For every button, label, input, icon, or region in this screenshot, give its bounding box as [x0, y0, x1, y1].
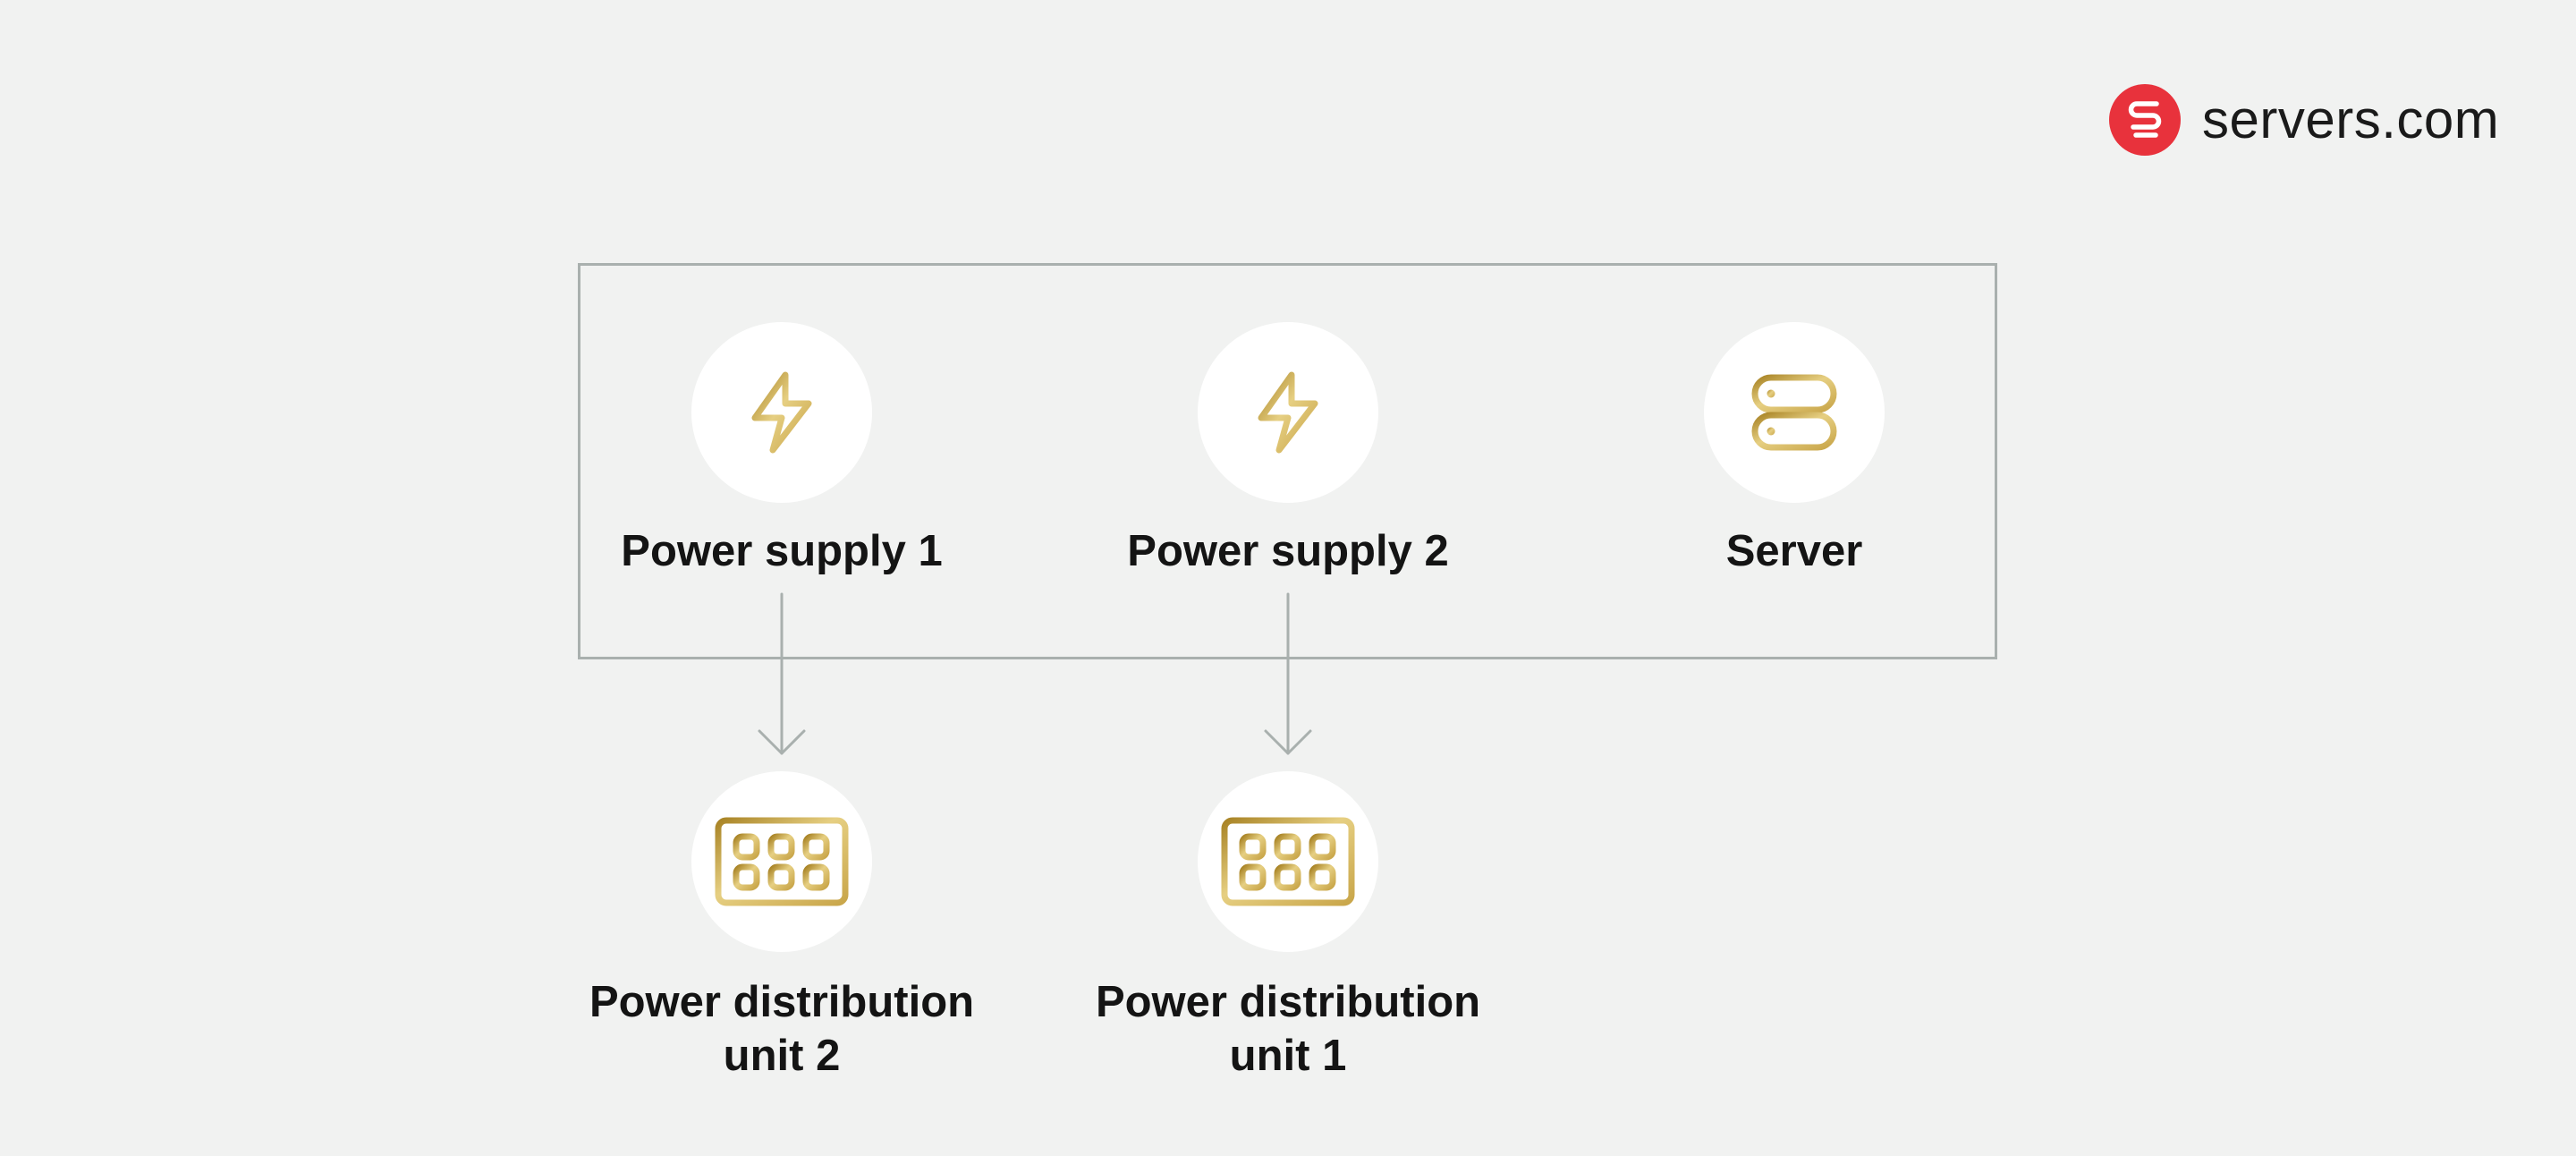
node-power-supply-2: [1198, 322, 1378, 503]
label-pdu-2-line-1: Power distribution: [589, 978, 975, 1026]
lightning-bolt-icon: [751, 371, 812, 454]
node-server: [1704, 322, 1885, 503]
label-power-supply-2: Power supply 2: [1127, 527, 1449, 575]
brand-logo: servers.com: [2109, 83, 2499, 157]
node-power-supply-1: [691, 322, 872, 503]
label-pdu-1: Power distribution unit 1: [1038, 975, 1538, 1083]
label-pdu-1-line-2: unit 1: [1229, 1032, 1347, 1080]
label-pdu-2-line-2: unit 2: [723, 1032, 841, 1080]
label-power-supply-1: Power supply 1: [621, 527, 943, 575]
node-pdu-1: [1198, 771, 1378, 952]
label-server: Server: [1725, 527, 1863, 575]
label-pdu-2: Power distribution unit 2: [531, 975, 1032, 1083]
node-pdu-2: [691, 771, 872, 952]
arrow-power-supply-2-to-pdu-1: [1264, 592, 1312, 755]
label-pdu-1-line-1: Power distribution: [1095, 978, 1481, 1026]
brand-name: servers.com: [2202, 89, 2500, 149]
lightning-bolt-icon: [1258, 371, 1318, 454]
power-distribution-unit-icon: [715, 817, 849, 906]
server-rack-icon: [1751, 374, 1837, 451]
power-distribution-unit-icon: [1221, 817, 1355, 906]
servers-com-logo-icon: [2109, 84, 2181, 156]
arrow-power-supply-1-to-pdu-2: [758, 592, 806, 755]
